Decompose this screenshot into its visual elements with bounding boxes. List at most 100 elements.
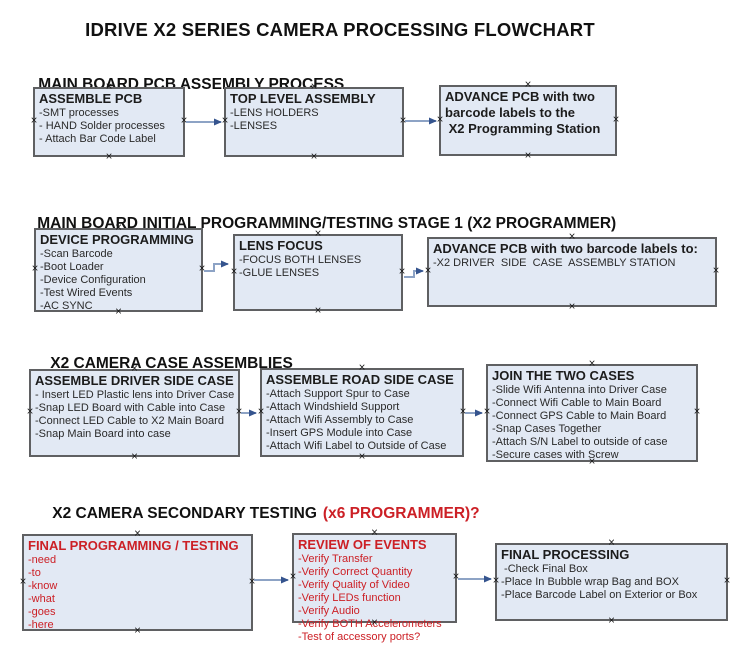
box-title: ADVANCE PCB with two barcode labels to:	[433, 241, 698, 256]
box-item: -Insert GPS Module into Case	[266, 427, 413, 439]
box-item: -Slide Wifi Antenna into Driver Case	[492, 384, 667, 396]
connection-handle-right: ×	[612, 114, 620, 125]
box-item: -Snap Main Board into case	[35, 428, 171, 440]
connection-handle-bottom: ×	[607, 616, 616, 626]
box-item: -Attach Wifi Label to Outside of Case	[266, 440, 447, 452]
flow-box-final-programming-testing: FINAL PROGRAMMING / TESTING -need-to-kno…	[19, 530, 256, 636]
connection-handle-top: ×	[524, 80, 532, 90]
connection-handle-left: ×	[30, 116, 38, 126]
box-item: -to	[28, 567, 41, 579]
box-item: -Place Barcode Label on Exterior or Box	[501, 589, 698, 601]
box-item: -SMT processes	[39, 107, 119, 119]
box-item: -Verify LEDs function	[298, 592, 401, 604]
flow-box-device-programming: DEVICE PROGRAMMING -Scan Barcode-Boot Lo…	[31, 224, 206, 317]
box-item-list: - Insert LED Plastic lens into Driver Ca…	[35, 389, 234, 441]
box-title: ADVANCE PCB with two barcode labels to t…	[445, 89, 601, 136]
connection-handle-left: ×	[31, 264, 39, 274]
connection-handle-right: ×	[399, 116, 407, 126]
section-heading-initial-programming: MAIN BOARD INITIAL PROGRAMMING/TESTING S…	[20, 197, 616, 251]
box-item: - HAND Solder processes	[39, 120, 165, 132]
connection-handle-left: ×	[230, 266, 238, 277]
box-item: -LENS HOLDERS	[230, 107, 319, 119]
box-item-list: -FOCUS BOTH LENSES-GLUE LENSES	[239, 254, 397, 280]
box-title: TOP LEVEL ASSEMBLY	[230, 91, 376, 106]
connection-handle-right: ×	[459, 406, 467, 417]
connection-handle-right: ×	[198, 264, 206, 274]
flow-box-lens-focus: LENS FOCUS -FOCUS BOTH LENSES-GLUE LENSE…	[230, 230, 406, 316]
flow-box-top-level-assembly: TOP LEVEL ASSEMBLY -LENS HOLDERS-LENSES …	[221, 83, 407, 162]
connection-handle-top: ×	[358, 363, 366, 373]
flow-box-assemble-pcb: ASSEMBLE PCB -SMT processes- HAND Solder…	[30, 83, 188, 162]
box-item: -Verify Transfer	[298, 553, 373, 565]
box-item: -Snap Cases Together	[492, 423, 602, 435]
section-heading-accent: (x6 PROGRAMMER)?	[322, 505, 480, 522]
box-item: -Attach Windshield Support	[266, 401, 400, 413]
box-item: -Connect GPS Cable to Main Board	[492, 410, 667, 422]
box-item-list: -Slide Wifi Antenna into Driver Case-Con…	[492, 384, 692, 462]
section-heading-secondary-testing: X2 CAMERA SECONDARY TESTING(x6 PROGRAMME…	[35, 487, 480, 541]
box-item: -Connect Wifi Cable to Main Board	[492, 397, 662, 409]
box-title: ASSEMBLE PCB	[39, 91, 143, 106]
box-item-list: -Check Final Box-Place In Bubble wrap Ba…	[501, 563, 722, 602]
connection-handle-left: ×	[483, 407, 491, 417]
box-title: ASSEMBLE ROAD SIDE CASE	[266, 372, 454, 387]
box-item-list: -Scan Barcode-Boot Loader-Device Configu…	[40, 248, 197, 313]
box-item: -X2 DRIVER SIDE CASE ASSEMBLY STATION	[433, 257, 676, 269]
box-item: -know	[28, 580, 58, 592]
box-item-list: -Attach Support Spur to Case-Attach Wind…	[266, 388, 458, 453]
box-item: - Insert LED Plastic lens into Driver Ca…	[35, 389, 235, 401]
connection-handle-bottom: ×	[568, 302, 576, 312]
connection-handle-bottom: ×	[130, 452, 139, 462]
flow-box-advance-pcb-driver-side-station: ADVANCE PCB with two barcode labels to: …	[424, 233, 720, 312]
connection-handle-right: ×	[180, 116, 188, 126]
connection-handle-right: ×	[712, 266, 720, 276]
box-item: -Connect LED Cable to X2 Main Board	[35, 415, 224, 427]
box-item: -what	[28, 593, 55, 605]
box-title: JOIN THE TWO CASES	[492, 368, 635, 383]
connection-handle-left: ×	[221, 116, 229, 126]
box-item: -FOCUS BOTH LENSES	[239, 254, 362, 266]
box-item-list: -Verify Transfer-Verify Correct Quantity…	[298, 553, 451, 644]
connection-handle-right: ×	[693, 407, 701, 417]
connection-handle-bottom: ×	[105, 152, 113, 162]
page-title: IDRIVE X2 SERIES CAMERA PROCESSING FLOWC…	[85, 19, 595, 40]
box-item-list: -SMT processes- HAND Solder processes- A…	[39, 107, 179, 146]
flow-box-review-of-events: REVIEW OF EVENTS -Verify Transfer-Verify…	[289, 529, 460, 644]
connection-handle-left: ×	[424, 266, 432, 276]
section-heading-text: X2 CAMERA CASE ASSEMBLIES	[50, 355, 293, 372]
box-item: -Scan Barcode	[40, 248, 113, 260]
section-heading-text: MAIN BOARD INITIAL PROGRAMMING/TESTING S…	[37, 215, 617, 232]
box-title: LENS FOCUS	[239, 238, 323, 253]
connection-handle-right: ×	[723, 576, 731, 586]
flow-box-join-the-two-cases: JOIN THE TWO CASES -Slide Wifi Antenna i…	[483, 360, 701, 467]
box-item: -here	[28, 619, 54, 631]
box-item: -Verify Audio	[298, 605, 360, 617]
connection-handle-bottom: ×	[310, 152, 318, 162]
box-item: -Verify BOTH Accelerometers	[298, 618, 442, 630]
box-item: -Snap LED Board with Cable into Case	[35, 402, 226, 414]
connector-arrow	[404, 267, 424, 278]
box-item-list: -X2 DRIVER SIDE CASE ASSEMBLY STATION	[433, 257, 711, 270]
connection-handle-left: ×	[492, 576, 500, 586]
flow-box-final-processing: FINAL PROCESSING -Check Final Box-Place …	[492, 539, 731, 626]
flow-box-advance-pcb-programming-station: ADVANCE PCB with two barcode labels to t…	[436, 81, 620, 161]
box-item: -Verify Quality of Video	[298, 579, 410, 591]
box-item: -Attach S/N Label to outside of case	[492, 436, 668, 448]
box-item: -LENSES	[230, 120, 278, 132]
connection-handle-left: ×	[436, 114, 444, 125]
connection-handle-right: ×	[235, 407, 243, 417]
connection-handle-bottom: ×	[358, 452, 366, 462]
box-title: DEVICE PROGRAMMING	[40, 232, 194, 247]
box-title: FINAL PROCESSING	[501, 547, 630, 562]
box-item: -Attach Support Spur to Case	[266, 388, 410, 400]
connection-handle-bottom: ×	[314, 306, 322, 316]
connection-handle-right: ×	[398, 266, 406, 277]
connection-handle-left: ×	[289, 572, 297, 582]
box-item-list: -LENS HOLDERS-LENSES	[230, 107, 398, 133]
box-item: -goes	[28, 606, 56, 618]
box-title: FINAL PROGRAMMING / TESTING	[28, 538, 239, 553]
connector-arrow	[204, 260, 229, 272]
box-item: -Secure cases with Screw	[492, 449, 619, 461]
box-title: REVIEW OF EVENTS	[298, 537, 427, 552]
connection-handle-left: ×	[257, 406, 265, 417]
